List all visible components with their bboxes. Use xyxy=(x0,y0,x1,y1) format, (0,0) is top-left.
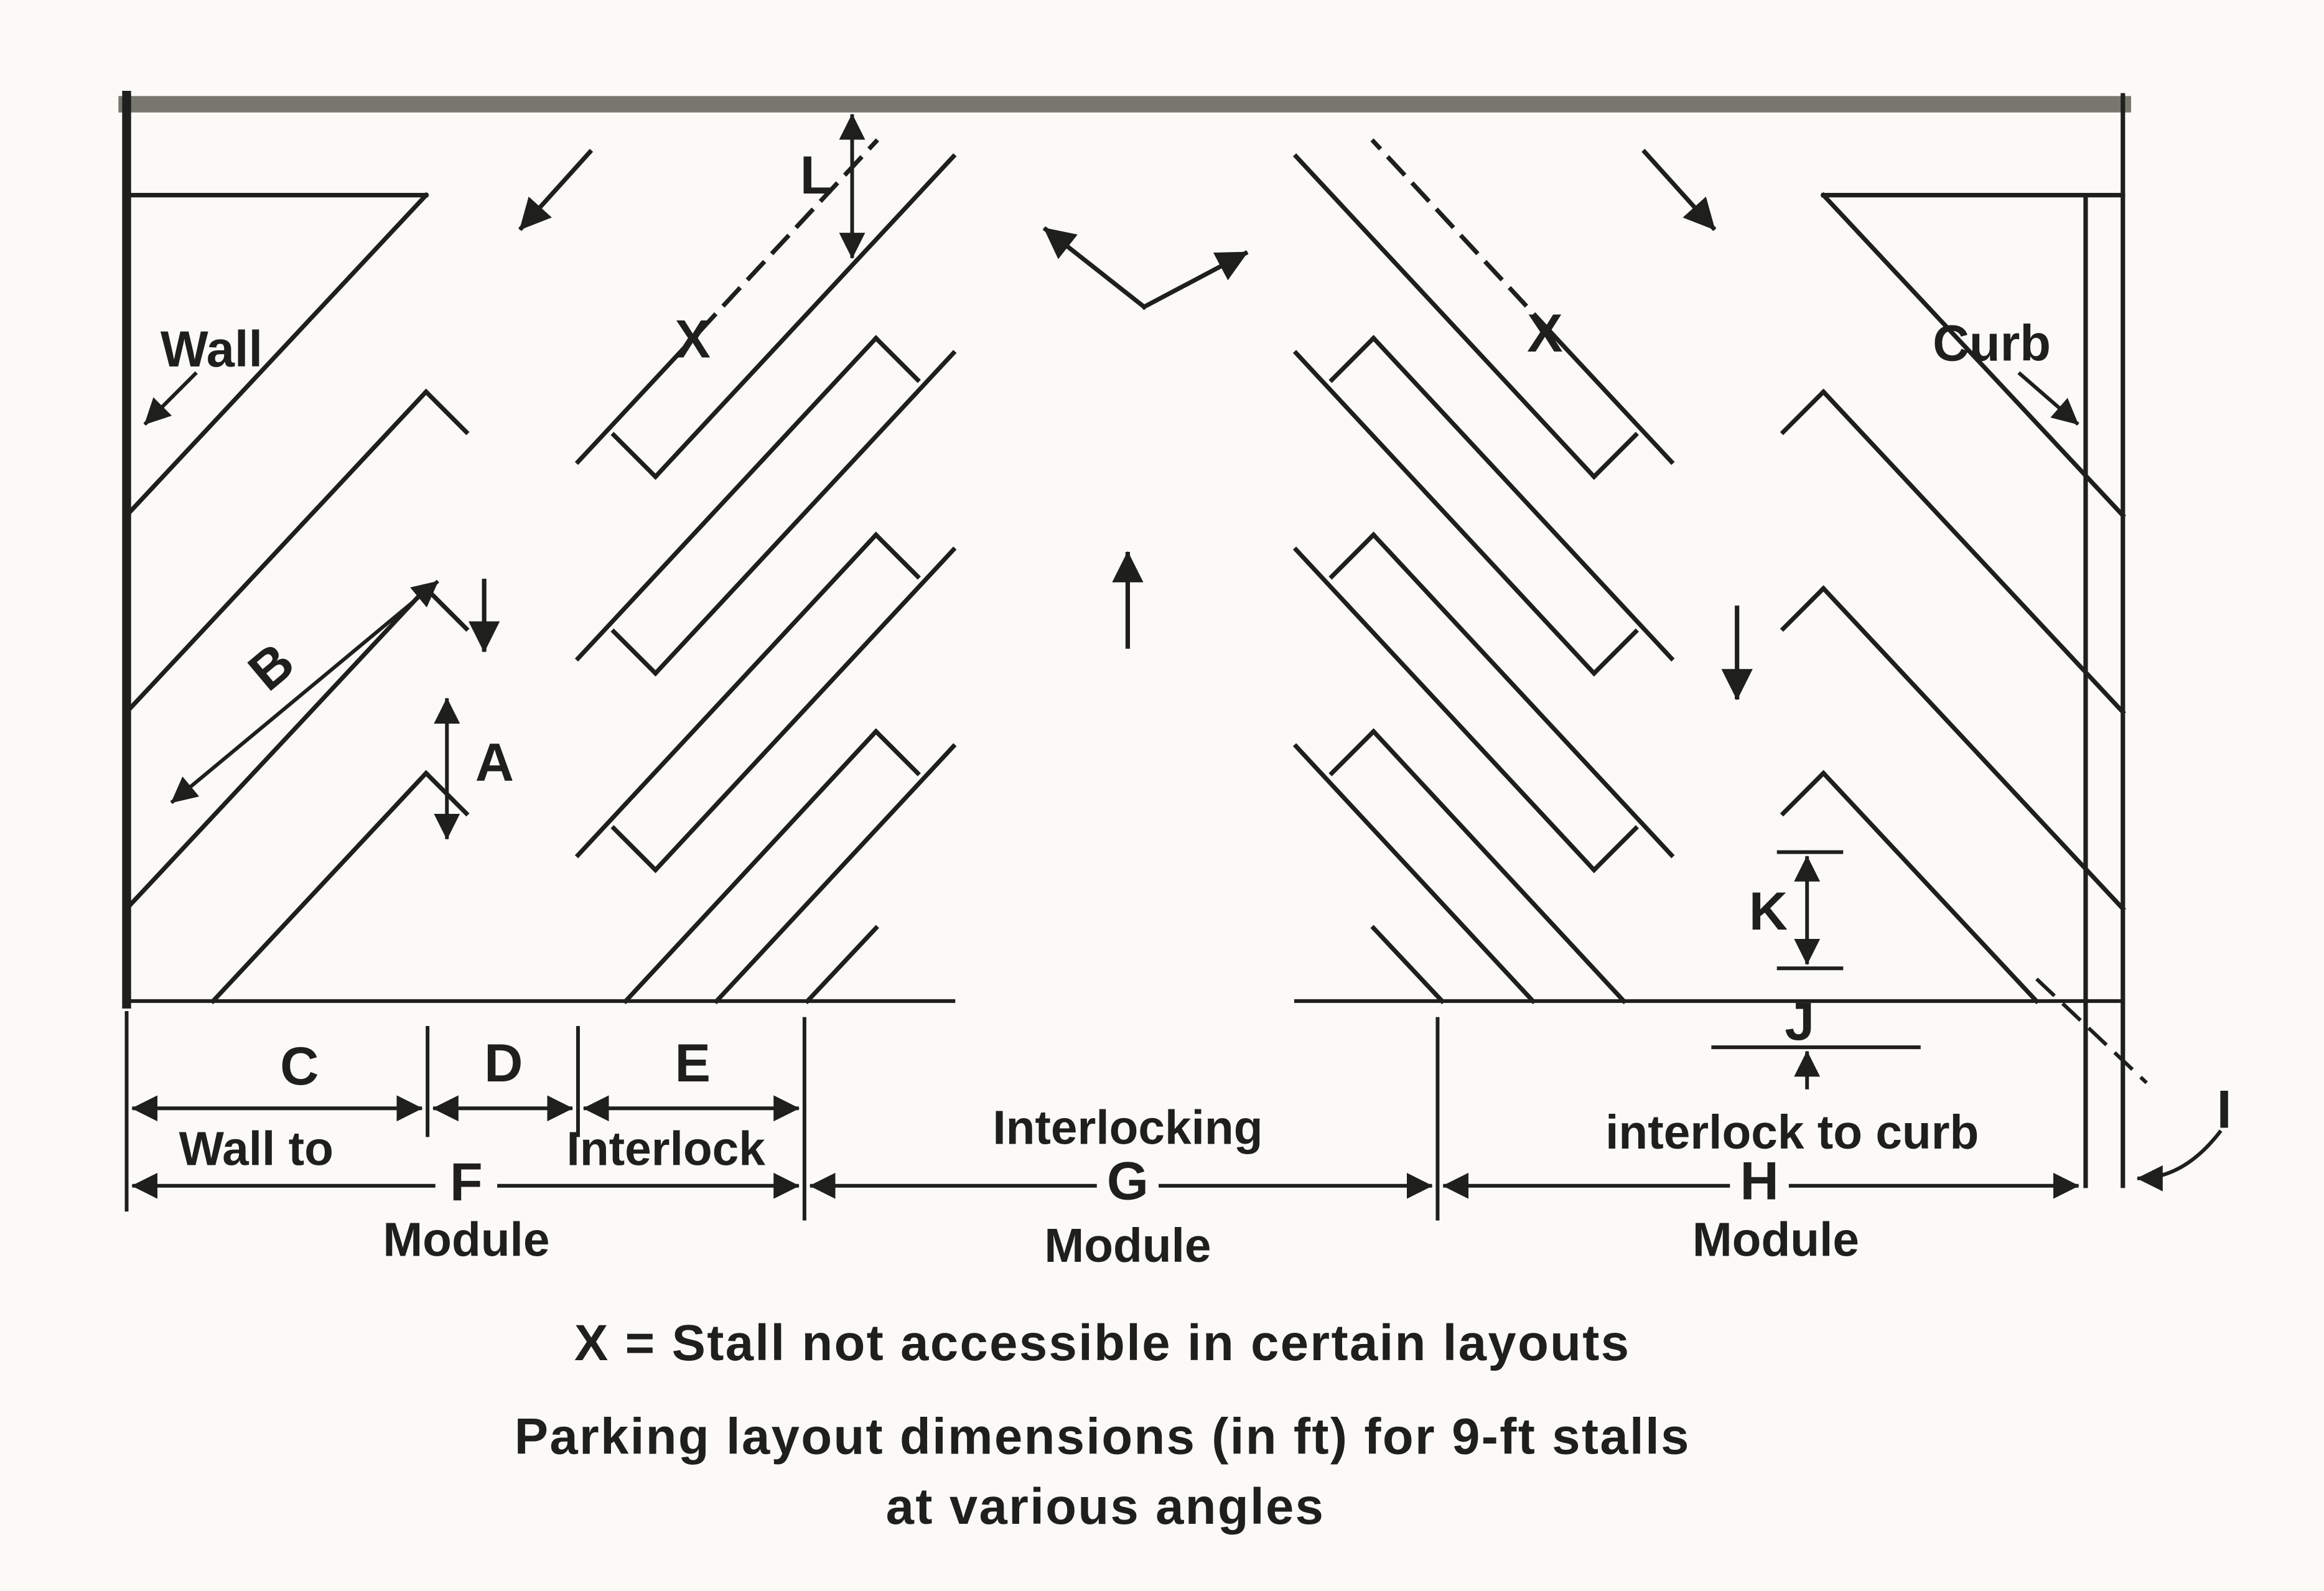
interlock-text: Interlock xyxy=(567,1122,766,1175)
wall-label: Wall xyxy=(161,321,263,378)
wall-to-text: Wall to xyxy=(179,1122,334,1175)
stall-dividers-right-interlock-rows xyxy=(1292,138,1675,1004)
dim-label-l: L xyxy=(800,146,833,205)
dim-label-e: E xyxy=(675,1033,711,1093)
dim-label-a: A xyxy=(475,733,514,793)
dimension-lines xyxy=(124,113,2223,1221)
interlocking-text: Interlocking xyxy=(992,1102,1262,1155)
module-f-text: Module xyxy=(383,1213,549,1266)
stall-dividers-wall-row xyxy=(123,192,470,1004)
title-caption-line2: at various angles xyxy=(886,1478,1325,1535)
wall-pointer-arrow xyxy=(143,371,198,426)
dim-label-c: C xyxy=(280,1037,319,1096)
dim-label-j: J xyxy=(1785,992,1814,1052)
traffic-flow-arrows xyxy=(468,149,1753,701)
dim-label-i: I xyxy=(2217,1080,2232,1139)
dim-label-f: F xyxy=(450,1153,483,1213)
dim-label-g: G xyxy=(1107,1151,1149,1211)
module-g-text: Module xyxy=(1044,1220,1211,1272)
x-note-caption: X = Stall not accessible in certain layo… xyxy=(574,1315,1630,1371)
dim-label-k: K xyxy=(1749,882,1788,941)
curb-label: Curb xyxy=(1933,315,2051,371)
curb-pointer-arrow xyxy=(2017,371,2079,426)
dim-label-b: B xyxy=(238,632,306,702)
stall-dividers-left-interlock-rows xyxy=(574,138,957,1004)
x-stall-marker-left: X xyxy=(675,310,711,370)
dim-label-h: H xyxy=(1740,1151,1778,1211)
x-stall-marker-right: X xyxy=(1527,304,1563,363)
stall-dividers-curb-row xyxy=(1780,192,2148,1085)
dim-label-d: D xyxy=(484,1033,523,1093)
lot-borders xyxy=(118,91,2131,1188)
module-h-text: Module xyxy=(1692,1213,1859,1266)
interlock-to-curb-text: interlock to curb xyxy=(1605,1106,1979,1159)
title-caption-line1: Parking layout dimensions (in ft) for 9-… xyxy=(515,1409,1691,1465)
